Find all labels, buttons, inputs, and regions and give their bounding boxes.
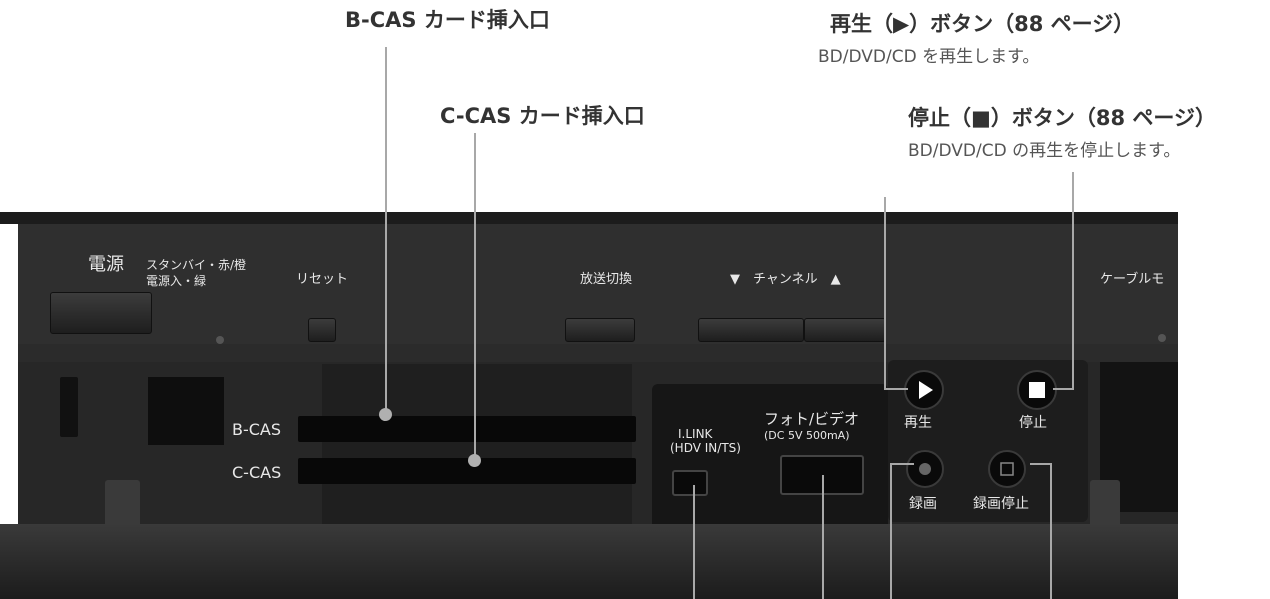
- reset-button[interactable]: [308, 318, 336, 342]
- ilink-port[interactable]: [672, 470, 708, 496]
- ccas-slot-callout: C-CAS カード挿入口: [440, 104, 645, 128]
- stop-leader-line-horizontal: [1053, 388, 1074, 390]
- stop-button-description: BD/DVD/CD の再生を停止します。: [908, 141, 1181, 161]
- device-top-edge: [0, 212, 1178, 224]
- ccas-label: C-CAS: [232, 463, 282, 482]
- record-stop-label: 録画停止: [973, 496, 1029, 512]
- stop-label: 停止: [1019, 415, 1047, 431]
- record-stop-leader-line-horizontal: [1030, 463, 1052, 465]
- record-stop-icon: [1000, 462, 1014, 476]
- play-icon: [919, 381, 933, 399]
- ilink-spec-label: (HDV IN/TS): [670, 441, 741, 455]
- stop-button[interactable]: [1017, 370, 1057, 410]
- ccas-leader-line: [474, 133, 476, 460]
- ilink-leader-line: [693, 485, 695, 599]
- bcas-label: B-CAS: [232, 420, 282, 439]
- cable-mode-led: [1158, 334, 1166, 342]
- broadcast-switch-button[interactable]: [565, 318, 635, 342]
- status-led: [216, 336, 224, 344]
- channel-down-button[interactable]: [698, 318, 804, 342]
- reset-label: リセット: [296, 272, 349, 287]
- play-button[interactable]: [904, 370, 944, 410]
- power-button[interactable]: [50, 292, 152, 334]
- stop-icon: [1029, 382, 1045, 398]
- power-on-label: 電源入・緑: [146, 274, 207, 288]
- ccas-card-slot[interactable]: [298, 458, 636, 484]
- side-vent: [60, 377, 78, 437]
- card-slot-cover: [322, 364, 632, 539]
- photo-video-spec-label: (DC 5V 500mA): [764, 429, 850, 442]
- record-button[interactable]: [906, 450, 944, 488]
- play-leader-line-horizontal: [884, 388, 908, 390]
- play-button-callout: 再生（▶）ボタン（88 ページ）: [830, 12, 1135, 36]
- power-label: 電源: [88, 254, 124, 275]
- stop-leader-line-vertical: [1072, 172, 1074, 390]
- bcas-leader-line: [385, 47, 387, 415]
- bcas-leader-dot: [379, 408, 392, 421]
- channel-label: ▼ チャンネル ▲: [730, 272, 841, 287]
- ccas-leader-dot: [468, 454, 481, 467]
- play-leader-line-vertical: [884, 197, 886, 389]
- bcas-card-slot[interactable]: [298, 416, 636, 442]
- record-icon: [919, 463, 931, 475]
- usb-leader-line: [822, 475, 824, 599]
- broadcast-switch-label: 放送切換: [580, 272, 633, 287]
- channel-up-button[interactable]: [804, 318, 886, 342]
- cable-mode-label: ケーブルモ: [1100, 272, 1165, 287]
- stop-button-callout: 停止（■）ボタン（88 ページ）: [908, 106, 1216, 130]
- record-stop-button[interactable]: [988, 450, 1026, 488]
- play-button-description: BD/DVD/CD を再生します。: [818, 47, 1040, 67]
- sensor-window: [148, 377, 224, 445]
- record-leader-line-horizontal: [890, 463, 914, 465]
- front-door: [0, 524, 1178, 599]
- bcas-slot-callout: B-CAS カード挿入口: [345, 8, 550, 32]
- standby-label: スタンバイ・赤/橙: [146, 258, 247, 272]
- record-label: 録画: [909, 496, 937, 512]
- photo-video-label: フォト/ビデオ: [764, 410, 860, 428]
- ilink-label: I.LINK: [678, 427, 713, 441]
- record-leader-line: [890, 463, 892, 599]
- record-stop-leader-line: [1050, 463, 1052, 599]
- device-front-panel: 電源 スタンバイ・赤/橙 電源入・緑 リセット 放送切換 ▼ チャンネル ▲ ケ…: [0, 212, 1178, 599]
- play-label: 再生: [904, 415, 932, 431]
